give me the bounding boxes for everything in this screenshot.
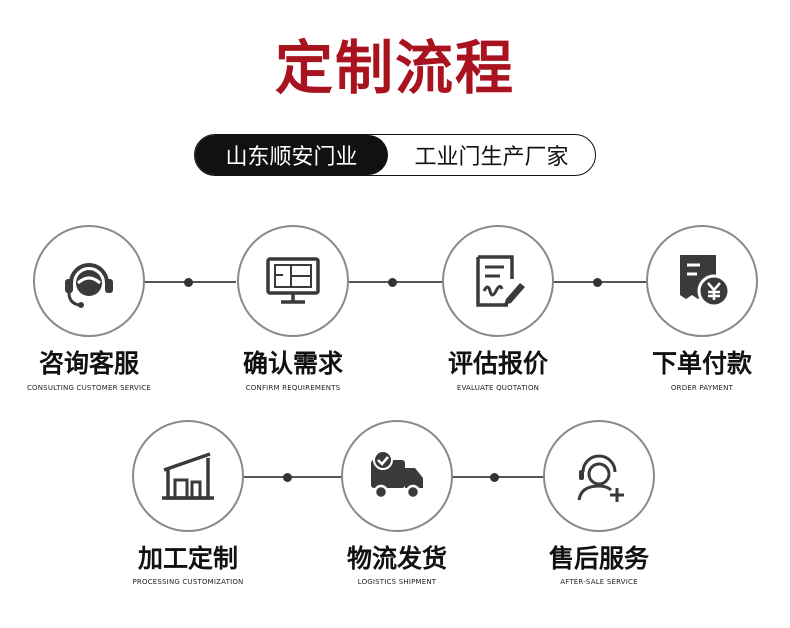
step-subtitle: AFTER-SALE SERVICE bbox=[560, 578, 638, 586]
step-subtitle: CONFIRM REQUIREMENTS bbox=[245, 384, 341, 392]
company-name: 山东顺安门业 bbox=[195, 135, 388, 175]
step-subtitle: EVALUATE QUOTATION bbox=[456, 384, 540, 392]
connector-dot bbox=[592, 277, 602, 287]
step-title: 物流发货 bbox=[346, 544, 447, 573]
user-support-icon bbox=[577, 454, 624, 502]
delivery-truck-icon bbox=[371, 450, 423, 500]
step-title: 下单付款 bbox=[651, 349, 752, 378]
step-quote bbox=[442, 225, 554, 337]
blueprint-monitor-icon bbox=[266, 257, 320, 304]
bill-yen-icon bbox=[680, 255, 731, 308]
step-title: 咨询客服 bbox=[38, 349, 139, 378]
step-confirm bbox=[237, 225, 349, 337]
step-title: 确认需求 bbox=[242, 349, 343, 378]
factory-icon bbox=[162, 452, 214, 500]
company-tagline: 工业门生产厂家 bbox=[414, 145, 569, 170]
step-title: 评估报价 bbox=[447, 349, 548, 378]
step-subtitle: LOGISTICS SHIPMENT bbox=[357, 578, 437, 586]
step-title: 加工定制 bbox=[137, 544, 238, 573]
connector-dot bbox=[489, 472, 499, 482]
step-after-sale bbox=[543, 420, 655, 532]
step-logistics bbox=[341, 420, 453, 532]
step-processing bbox=[132, 420, 244, 532]
connector-dot bbox=[387, 277, 397, 287]
step-payment bbox=[646, 225, 758, 337]
connector-dot bbox=[282, 472, 292, 482]
step-consult bbox=[33, 225, 145, 337]
connector-dot bbox=[183, 277, 193, 287]
step-title: 售后服务 bbox=[548, 544, 649, 573]
document-sign-icon bbox=[476, 255, 525, 307]
page-title: 定制流程 bbox=[274, 34, 515, 102]
company-banner: 山东顺安门业 工业门生产厂家 bbox=[194, 134, 596, 176]
step-subtitle: CONSULTING CUSTOMER SERVICE bbox=[26, 384, 152, 392]
headset-icon bbox=[65, 263, 113, 308]
connector-line bbox=[242, 476, 342, 478]
step-subtitle: ORDER PAYMENT bbox=[670, 384, 734, 392]
step-subtitle: PROCESSING CUSTOMIZATION bbox=[132, 578, 244, 586]
